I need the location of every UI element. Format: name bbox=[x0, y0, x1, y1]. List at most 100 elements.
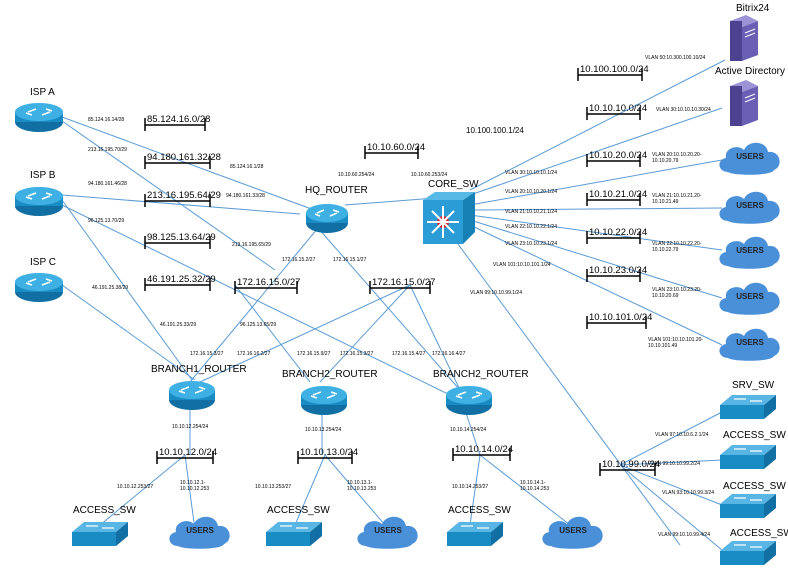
network-label: 10.10.10.0/24 bbox=[589, 103, 648, 114]
address-label: 10.10.60.254/24 bbox=[338, 172, 375, 178]
access-switch-r1-icon[interactable] bbox=[720, 445, 776, 476]
users-cloud-b3-icon bbox=[539, 512, 607, 557]
vlan-label: VLAN 97:10.10.6.2.1/24 bbox=[655, 432, 709, 438]
address-label: 172.16.15.9/27 bbox=[297, 351, 331, 357]
network-label: 213.16.195.64/29 bbox=[147, 190, 221, 201]
vlan-label: VLAN 30:10.10.10.1/24 bbox=[505, 170, 557, 176]
users-cloud-b1-label: USERS bbox=[186, 526, 214, 535]
vlan-label: VLAN 20:10.10.20.20- 10.10.20.79 bbox=[652, 152, 702, 164]
bitrix-label: Bitrix24 bbox=[736, 3, 770, 14]
address-label: 172.16.15.4/27 bbox=[392, 351, 426, 357]
branch1-router-label: BRANCH1_ROUTER bbox=[151, 364, 247, 375]
access-switch-b2-icon[interactable] bbox=[266, 522, 322, 553]
address-label: 94.180.161.46/28 bbox=[88, 181, 127, 187]
users-cloud-3-label: USERS bbox=[736, 246, 764, 255]
address-label: 172.16.15.1/27 bbox=[333, 257, 367, 263]
vlan-label: VLAN 22:10.10.22.20- 10.10.22.79 bbox=[652, 241, 702, 253]
address-label: 172.16.15.3/27 bbox=[340, 351, 374, 357]
srv-switch-label: SRV_SW bbox=[732, 380, 775, 391]
access-switch-r1-label: ACCESS_SW bbox=[723, 430, 786, 441]
address-label: 10.10.14.253/27 bbox=[452, 484, 489, 490]
access-switch-r2-label: ACCESS_SW bbox=[723, 481, 786, 492]
users-cloud-4-icon bbox=[716, 278, 784, 323]
users-cloud-b2-label: USERS bbox=[374, 526, 402, 535]
address-label: 10.10.14.254/24 bbox=[450, 427, 487, 433]
network-label: 85.124.16.0/28 bbox=[147, 114, 211, 125]
address-label: 10.10.12.254/24 bbox=[172, 424, 209, 430]
network-label: 10.10.12.0/24 bbox=[159, 447, 218, 458]
access-switch-b2-label: ACCESS_SW bbox=[267, 505, 330, 516]
users-cloud-1-icon bbox=[716, 138, 784, 183]
address-label: 172.16.15.2/27 bbox=[282, 257, 316, 263]
users-cloud-b3-label: USERS bbox=[559, 526, 587, 535]
hq-router-icon[interactable] bbox=[305, 203, 349, 240]
network-label: 10.10.14.0/24 bbox=[455, 444, 514, 455]
network-label: 172.16.15.0/27 bbox=[372, 277, 436, 288]
isp-c-label: ISP C bbox=[30, 257, 56, 268]
network-label: 46.191.25.32/29 bbox=[147, 274, 216, 285]
access-switch-b3-icon[interactable] bbox=[447, 522, 503, 553]
vlan-label: VLAN 23:10.10.23.1/24 bbox=[505, 241, 557, 247]
access-switch-b3-label: ACCESS_SW bbox=[448, 505, 511, 516]
vlan-label: VLAN 99:10.10.99.1/24 bbox=[470, 290, 522, 296]
vlan-label: VLAN 50:10.300.100.10/24 bbox=[645, 55, 706, 61]
vlan-label: VLAN 101:10.10.101.20- 10.10.101.49 bbox=[648, 337, 704, 349]
isp-c-router-icon[interactable] bbox=[14, 272, 64, 309]
address-label: 10.10.13.1- 10.10.13.253 bbox=[347, 480, 377, 492]
isp-b-label: ISP B bbox=[30, 170, 56, 181]
branch2-router-a-icon[interactable] bbox=[300, 385, 348, 422]
network-label: 10.10.20.0/24 bbox=[589, 150, 648, 161]
users-cloud-4-label: USERS bbox=[736, 292, 764, 301]
vlan-label: VLAN 20:10.10.20.1/24 bbox=[505, 189, 557, 195]
address-label: 172.16.16.4/27 bbox=[432, 351, 466, 357]
vlan-label: VLAN 21:10.10.21.20- 10.10.21.49 bbox=[652, 193, 702, 205]
bitrix-server-icon[interactable] bbox=[722, 15, 764, 68]
access-switch-r2-icon[interactable] bbox=[720, 494, 776, 525]
address-label: 10.10.12.253/27 bbox=[117, 484, 154, 490]
network-label: 10.10.22.0/24 bbox=[589, 227, 648, 238]
users-cloud-2-label: USERS bbox=[736, 201, 764, 210]
vlan-label: VLAN 99:10.10.99.2/24 bbox=[648, 461, 700, 467]
network-label: 98.125.13.64/29 bbox=[147, 232, 216, 243]
vlan-label: VLAN 21:10.10.21.1/24 bbox=[505, 209, 557, 215]
vlan-label: VLAN 30:10.10.10.30/24 bbox=[656, 107, 711, 113]
address-label: 10.10.13.254/24 bbox=[305, 427, 342, 433]
branch2-router-b-icon[interactable] bbox=[445, 385, 493, 422]
isp-b-router-icon[interactable] bbox=[14, 186, 64, 223]
network-label: 10.100.100.0/24 bbox=[580, 64, 649, 75]
address-label: 172.16.15.3/27 bbox=[190, 351, 224, 357]
branch2-router-a-label: BRANCH2_ROUTER bbox=[282, 369, 378, 380]
address-label: 85.124.16.14/28 bbox=[88, 117, 125, 123]
isp-a-router-icon[interactable] bbox=[14, 102, 64, 139]
address-label: 172.16.16.2/27 bbox=[237, 351, 271, 357]
branch2-router-b-label: BRANCH2_ROUTER bbox=[433, 369, 529, 380]
users-cloud-1-label: USERS bbox=[736, 152, 764, 161]
srv-switch-icon[interactable] bbox=[720, 395, 776, 426]
address-label: 10.10.60.253/24 bbox=[411, 172, 448, 178]
core-uplink-label: 10.100.100.1/24 bbox=[466, 126, 524, 135]
network-label: 10.10.99.0/24 bbox=[602, 459, 661, 470]
branch1-router-icon[interactable] bbox=[168, 380, 216, 417]
hq-router-label: HQ_ROUTER bbox=[305, 185, 368, 196]
users-cloud-5-icon bbox=[716, 324, 784, 369]
address-label: 213.16.195.70/29 bbox=[88, 147, 127, 153]
users-cloud-3-icon bbox=[716, 232, 784, 277]
users-cloud-b1-icon bbox=[166, 512, 234, 557]
address-label: 10.10.13.253/27 bbox=[255, 484, 292, 490]
vlan-label: VLAN 23:10.10.23.20- 10.10.20.69 bbox=[652, 287, 702, 299]
vlan-label: VLAN 22:10.10.22.1/24 bbox=[505, 224, 557, 230]
core-switch-label: CORE_SW bbox=[428, 179, 479, 190]
isp-a-label: ISP A bbox=[30, 87, 55, 98]
vlan-label: VLAN 93:10.10.99.3/24 bbox=[662, 490, 714, 496]
core-switch-icon[interactable] bbox=[423, 192, 475, 249]
vlan-label: VLAN 101:10.10.101.1/24 bbox=[493, 262, 551, 268]
address-label: 96.125.13.65/29 bbox=[240, 322, 277, 328]
access-switch-r3-label: ACCESS_SW bbox=[730, 528, 788, 539]
network-label: 10.10.60.0/24 bbox=[367, 142, 426, 153]
address-label: 10.10.14.1- 10.10.14.253 bbox=[520, 480, 550, 492]
network-label: 94.180.161.32/28 bbox=[147, 152, 221, 163]
access-switch-b1-icon[interactable] bbox=[72, 522, 128, 553]
active-directory-server-icon[interactable] bbox=[722, 80, 764, 133]
access-switch-r3-icon[interactable] bbox=[720, 541, 776, 572]
